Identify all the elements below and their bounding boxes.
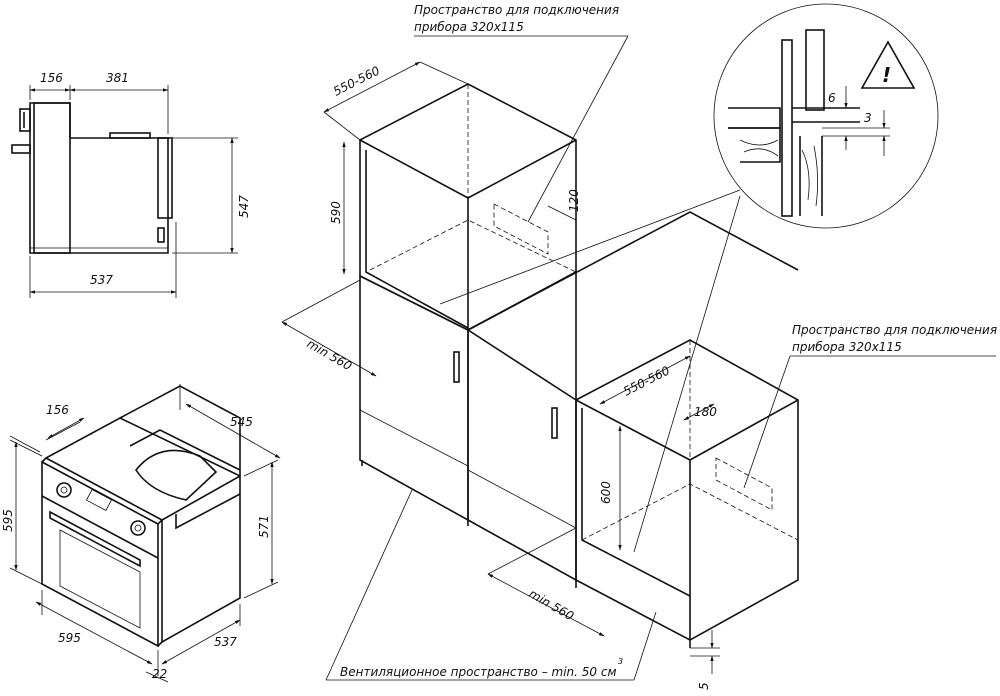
lower-dim-depth: min 560	[527, 586, 577, 623]
iso-dim-156: 156	[46, 403, 69, 417]
upper-dim-width: 550-560	[331, 63, 382, 98]
cabinet-run	[359, 211, 799, 582]
bottom-gap-dimension: 5	[690, 630, 720, 690]
lower-dim-180: 180	[694, 405, 717, 419]
connection-space-note-right: Пространство для подключения прибора 320…	[743, 323, 997, 489]
iso-dim-537: 537	[214, 635, 237, 649]
svg-text:!: !	[882, 63, 891, 87]
upper-niche: 550-560 590 120 min 560	[281, 61, 581, 377]
dim-5: 5	[697, 682, 711, 690]
iso-dim-595-width: 595	[58, 631, 81, 645]
upper-dim-depth: min 560	[305, 336, 355, 373]
detail-callout: ! 6 3	[439, 3, 939, 553]
lower-dim-600: 600	[599, 481, 613, 504]
iso-dim-595-height: 595	[1, 509, 15, 532]
upper-dim-590: 590	[329, 201, 343, 224]
side-dim-537: 537	[90, 273, 113, 287]
note-top-line1: Пространство для подключения	[414, 3, 619, 17]
oven-side-view: 156 381 547 537	[11, 71, 251, 298]
detail-dim-6: 6	[828, 91, 836, 105]
lower-dim-width: 550-560	[621, 363, 672, 398]
side-dim-547: 547	[237, 195, 251, 218]
ventilation-text: Вентиляционное пространство – min. 50 см	[340, 665, 617, 679]
lower-niche: 550-560 600 180 min 560	[487, 339, 799, 648]
detail-dim-3: 3	[864, 111, 872, 125]
connection-space-note-top: Пространство для подключения прибора 320…	[414, 3, 629, 223]
ventilation-note: Вентиляционное пространство – min. 50 см…	[325, 489, 657, 681]
warning-icon	[860, 40, 916, 89]
oven-isometric-view: 595 595 537 22 571 156 545	[1, 384, 281, 683]
cabinet-handle-right	[551, 407, 558, 439]
ventilation-sup: 3	[618, 657, 623, 666]
side-dim-381: 381	[106, 71, 129, 85]
note-right-line2: прибора 320x115	[792, 340, 902, 354]
cabinet-handle-left	[453, 351, 460, 383]
note-right-line1: Пространство для подключения	[792, 323, 997, 337]
iso-dim-571: 571	[257, 515, 271, 538]
upper-dim-120: 120	[567, 189, 581, 212]
note-top-line2: прибора 320x115	[414, 20, 524, 34]
leader-line	[527, 35, 629, 223]
iso-dim-545: 545	[230, 415, 253, 429]
side-dim-156: 156	[40, 71, 63, 85]
iso-dim-22: 22	[152, 667, 167, 681]
